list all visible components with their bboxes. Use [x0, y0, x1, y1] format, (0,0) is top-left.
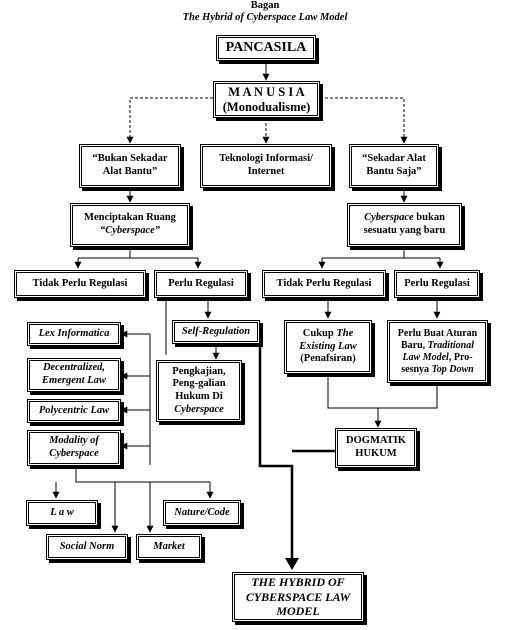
pancasila-label: PANCASILA [225, 39, 307, 55]
manusia-line1: M A N U S I A [228, 84, 305, 99]
node-pancasila: PANCASILA [216, 35, 316, 61]
cyberspace-bukan-line1: Cyberspace bukan [364, 212, 445, 225]
node-teknologi: Teknologi Informasi/ Internet [200, 144, 332, 188]
menciptakan-line2: “Cyberspace” [99, 225, 161, 236]
teknologi-line2: Internet [247, 166, 285, 177]
decentralized-line2: Emergent Law [42, 375, 106, 386]
tidak-perlu-left-label: Tidak Perlu Regulasi [32, 277, 128, 289]
node-nature-code: Nature/Code [163, 500, 241, 526]
perlu-buat-line1: Perlu Buat Aturan [397, 327, 478, 339]
bukan-line2: Alat Bantu” [102, 166, 158, 177]
node-pengkajian: Pengkajian, Peng-galian Hukum Di Cybersp… [156, 360, 242, 422]
node-perlu-right: Perlu Regulasi [394, 270, 480, 298]
node-bukan-sekadar: “Bukan Sekadar Alat Bantu” [79, 144, 181, 188]
hybrid-line1: THE HYBRID OF [251, 575, 345, 590]
perlu-buat-2a: Baru, [401, 339, 428, 351]
cukup-line3: (Penafsiran) [300, 353, 356, 365]
modality-line1: Modality of [49, 435, 99, 447]
perlu-buat-4a: sesnya [401, 363, 432, 375]
perlu-right-label: Perlu Regulasi [404, 277, 470, 289]
manusia-line2: (Monodualisme) [222, 99, 311, 114]
lex-informatica-label: Lex Informatica [38, 327, 110, 339]
pengkajian-line2: Peng-galian [172, 378, 226, 390]
pengkajian-line3: Hukum Di [175, 391, 223, 402]
header-label: Bagan [250, 0, 280, 11]
menciptakan-line1: Menciptakan Ruang [84, 212, 176, 224]
modality-line2: Cyberspace [49, 448, 99, 459]
cukup-1a: Cukup [302, 328, 337, 340]
node-tidak-perlu-right: Tidak Perlu Regulasi [262, 270, 386, 298]
hybrid-line2: CYBERSPACE LAW [245, 589, 351, 604]
perlu-buat-3b: , Pro- [448, 351, 473, 363]
cyberspace-bukan-1a: Cyberspace [364, 212, 414, 224]
tidak-perlu-right-label: Tidak Perlu Regulasi [276, 277, 372, 289]
cukup-1b: The [336, 328, 354, 340]
bukan-line1: “Bukan Sekadar [92, 153, 168, 165]
node-polycentric: Polycentric Law [27, 399, 121, 423]
cyberspace-bukan-line2: sesuatu yang baru [363, 225, 446, 236]
sekadar-line1: “Sekadar Alat [362, 153, 426, 165]
teknologi-line1: Teknologi Informasi/ [219, 153, 313, 165]
chart-title: The Hybrid of Cyberspace Law Model [182, 12, 348, 23]
self-regulation-label: Self-Regulation [181, 325, 251, 337]
polycentric-label: Polycentric Law [38, 404, 110, 416]
node-sekadar-alat: “Sekadar Alat Bantu Saja” [349, 144, 439, 188]
cukup-line2: Existing Law [299, 340, 357, 352]
node-hybrid: THE HYBRID OF CYBERSPACE LAW MODEL [232, 572, 364, 622]
pengkajian-line1: Pengkajian, [172, 365, 226, 377]
node-market: Market [136, 534, 202, 560]
node-manusia: M A N U S I A (Monodualisme) [213, 81, 320, 118]
node-menciptakan: Menciptakan Ruang “Cyberspace” [70, 203, 190, 247]
perlu-buat-line2: Baru, Traditional [401, 340, 474, 352]
dogmatik-line1: DOGMATIK [346, 435, 406, 447]
node-law: L a w [26, 500, 98, 526]
hybrid-line3: MODEL [276, 604, 320, 619]
node-social-norm: Social Norm [46, 534, 128, 560]
cukup-line1: Cukup The [303, 328, 354, 341]
market-label: Market [153, 540, 185, 552]
node-lex-informatica: Lex Informatica [27, 322, 121, 346]
node-self-regulation: Self-Regulation [172, 320, 260, 344]
pengkajian-line4: Cyberspace [174, 403, 224, 415]
perlu-buat-4b: Top Down [431, 363, 474, 375]
perlu-buat-line3: Law Model, Pro- [402, 352, 472, 364]
node-dogmatik: DOGMATIK HUKUM [335, 428, 417, 468]
node-perlu-left: Perlu Regulasi [154, 270, 248, 298]
sekadar-line2: Bantu Saja” [366, 166, 422, 177]
node-perlu-buat: Perlu Buat Aturan Baru, Traditional Law … [387, 320, 488, 383]
node-decentralized: Decentralized, Emergent Law [27, 358, 121, 392]
social-norm-label: Social Norm [59, 540, 115, 552]
decentralized-line1: Decentralized, [42, 362, 106, 374]
node-cukup: Cukup The Existing Law (Penafsiran) [284, 320, 372, 374]
node-modality: Modality of Cyberspace [27, 430, 121, 466]
dogmatik-line2: HUKUM [355, 448, 397, 459]
law-label: L a w [50, 506, 74, 518]
perlu-buat-line4: sesnya Top Down [401, 364, 473, 376]
node-cyberspace-bukan: Cyberspace bukan sesuatu yang baru [347, 203, 462, 247]
perlu-buat-3a: Law Model [402, 351, 449, 363]
node-tidak-perlu-left: Tidak Perlu Regulasi [14, 270, 146, 298]
cyberspace-bukan-1b: bukan [413, 212, 445, 224]
nature-code-label: Nature/Code [174, 506, 230, 518]
perlu-buat-2b: Traditional [427, 339, 474, 351]
perlu-left-label: Perlu Regulasi [168, 277, 234, 289]
